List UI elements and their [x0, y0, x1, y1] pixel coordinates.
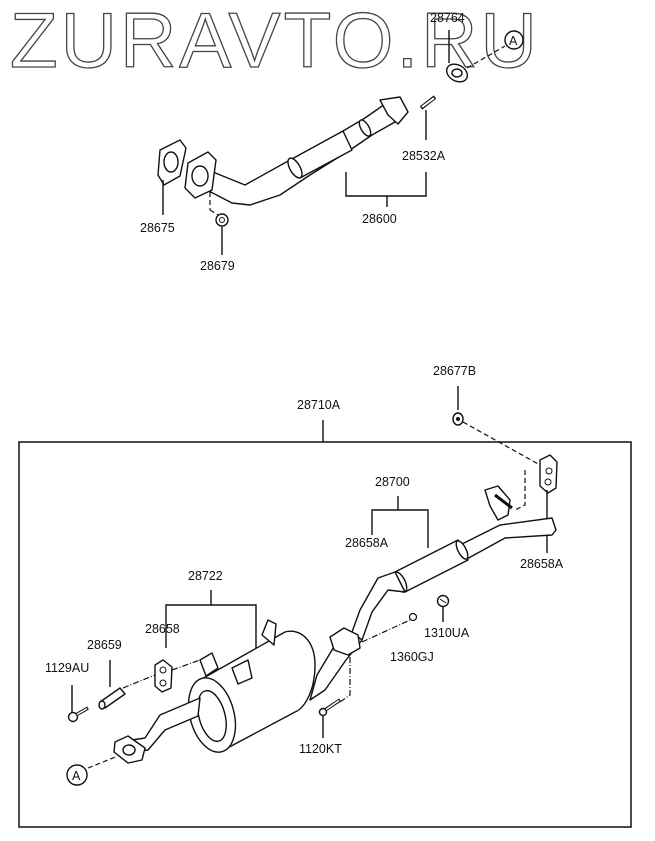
svg-text:A: A [72, 769, 81, 783]
label-28658: 28658 [145, 622, 180, 636]
upper-assembly: 28764 A 28532A 28600 [140, 11, 524, 273]
rubber-pipe-part [98, 687, 126, 710]
gasket-outlet-part [445, 63, 469, 83]
connection-line [339, 657, 351, 703]
connection-line [122, 674, 156, 689]
label-28700: 28700 [375, 475, 410, 489]
connection-line [171, 659, 201, 671]
center-pipe-part [351, 485, 557, 641]
assembly-frame [18, 441, 632, 828]
label-28532a: 28532A [402, 149, 446, 163]
connection-line [462, 421, 541, 466]
label-1120kt: 1120KT [299, 742, 342, 756]
label-28679: 28679 [200, 259, 235, 273]
bolt-hanger-part [67, 706, 89, 723]
label-1310ua: 1310UA [424, 626, 470, 640]
muffler-part [113, 619, 363, 764]
label-1129au: 1129AU [45, 661, 89, 675]
front-pipe-part [184, 96, 409, 206]
label-28658a-left: 28658A [345, 536, 389, 550]
hanger-right-part [539, 454, 558, 494]
hanger-muffler-part [154, 659, 173, 693]
nut-flange-part [436, 594, 450, 608]
stud-bolt-part [419, 95, 437, 110]
label-28675: 28675 [140, 221, 175, 235]
gasket-flange-part [408, 612, 418, 622]
bracket-line [371, 509, 429, 548]
label-28722: 28722 [188, 569, 223, 583]
flange-clamp-part [329, 627, 361, 656]
label-28677b: 28677B [433, 364, 476, 378]
connection-line [87, 755, 119, 769]
label-28600: 28600 [362, 212, 397, 226]
svg-text:A: A [509, 34, 518, 48]
connection-line [514, 470, 526, 511]
label-28764: 28764 [430, 11, 465, 25]
label-28658a-right: 28658A [520, 557, 564, 571]
reference-marker-a-top: A [504, 30, 524, 50]
bracket-line [345, 172, 427, 197]
label-28710a: 28710A [297, 398, 341, 412]
label-28659: 28659 [87, 638, 122, 652]
connection-line [361, 619, 411, 643]
bracket-line [165, 604, 257, 650]
reference-marker-a-bottom: A [66, 764, 88, 786]
label-1360gj: 1360GJ [390, 650, 434, 664]
gasket-inlet-part [157, 139, 187, 186]
lower-assembly: 28710A 28677B 28658A 28700 28658A [18, 364, 632, 828]
bolt-flange-part [318, 698, 341, 717]
nut-part [215, 213, 229, 227]
connection-line [209, 209, 219, 216]
washer-part [452, 412, 464, 426]
connection-line [466, 45, 506, 69]
